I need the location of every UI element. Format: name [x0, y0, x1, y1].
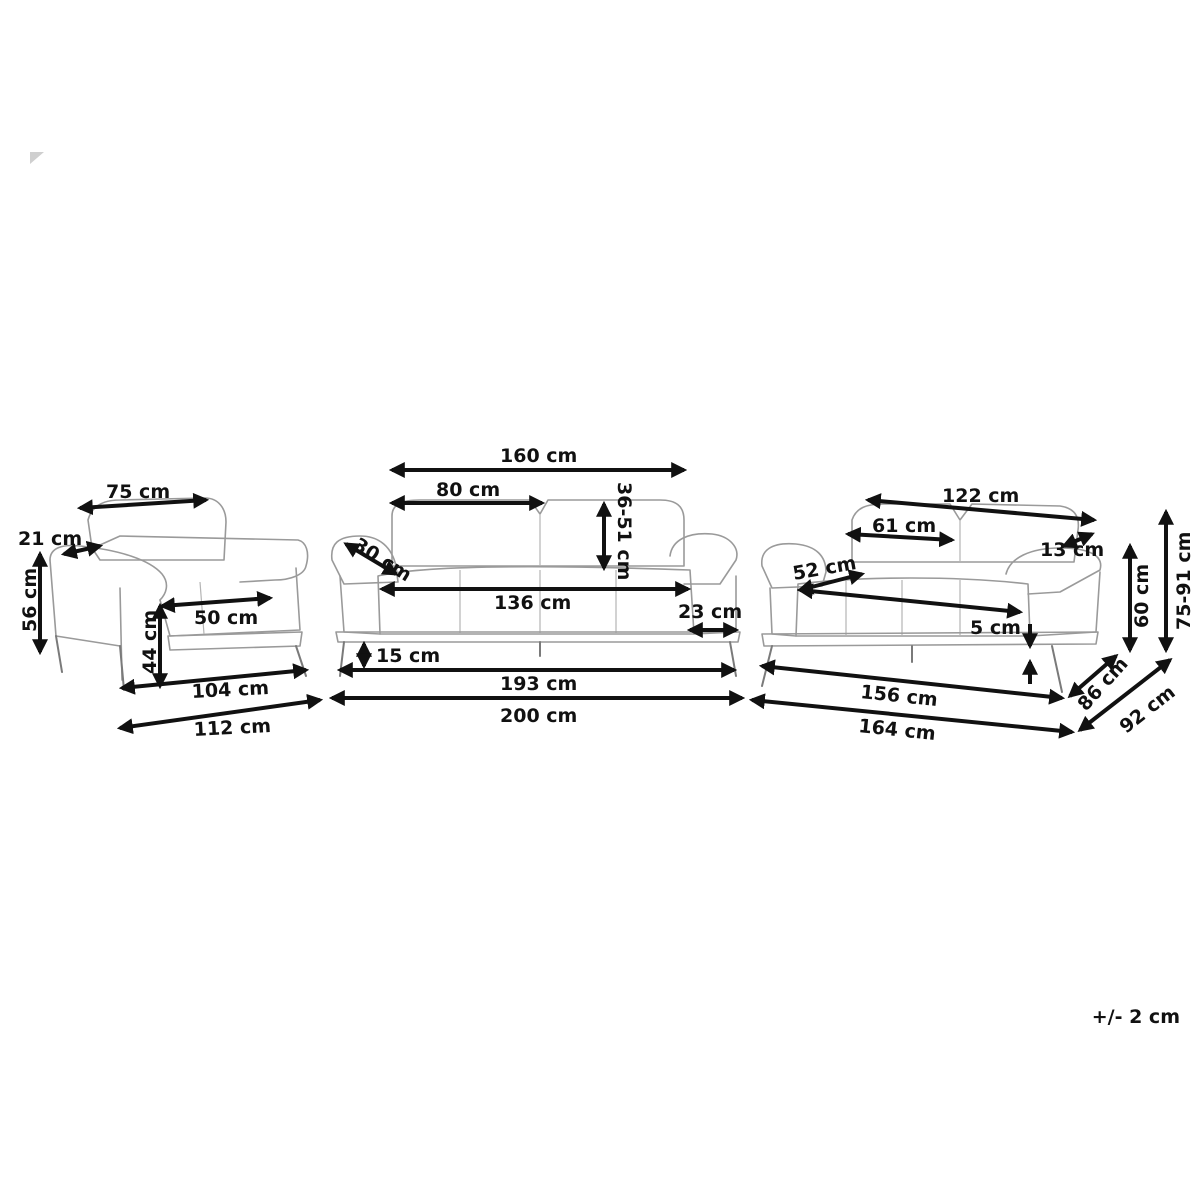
arrow-seat-depth [158, 590, 274, 614]
arrow-arm-depth [343, 542, 399, 576]
label-total-width: 112 cm [193, 715, 271, 741]
label-total-height: 75-91 cm [1173, 532, 1195, 630]
label-cushion-width-2: 61 cm [872, 515, 936, 537]
label-total-width-2: 164 cm [857, 715, 936, 745]
label-arm-depth: 30 cm [349, 534, 415, 587]
label-cushion-width: 80 cm [436, 479, 500, 501]
tolerance-note: +/- 2 cm [1091, 1006, 1180, 1028]
arrow-total-width [116, 693, 324, 735]
label-seat-width: 136 cm [494, 592, 571, 614]
three-seat-dimension-arrows [328, 462, 746, 706]
label-base-width-3: 193 cm [500, 673, 577, 695]
arrow-backrest-width-2 [864, 493, 1098, 527]
label-arm-height-2: 60 cm [1131, 564, 1153, 628]
arrow-cushion-width-2 [844, 526, 956, 548]
label-backrest-width-2: 122 cm [942, 485, 1019, 507]
label-total-depth: 92 cm [1116, 681, 1180, 738]
label-base-width: 104 cm [191, 677, 269, 703]
arrow-base-width-2 [758, 659, 1066, 705]
arrow-seat-width-2 [796, 583, 1024, 619]
arrow-headrest-width [76, 492, 210, 516]
arrow-headrest-depth-2 [1061, 531, 1095, 549]
label-backrest-width: 160 cm [500, 445, 577, 467]
corner-mark [30, 152, 44, 164]
label-seat-depth: 50 cm [194, 607, 258, 629]
armchair-labels: 75 cm 21 cm 56 cm 50 cm 44 cm 104 cm 112… [18, 481, 271, 741]
three-seat-labels: 160 cm 80 cm 36-51 cm 30 cm 136 cm 23 cm… [349, 445, 742, 727]
label-headrest-depth: 21 cm [18, 528, 82, 550]
armchair-dimension-arrows [32, 492, 324, 735]
label-headrest-width: 75 cm [106, 481, 170, 503]
two-seat-dimension-arrows [748, 493, 1174, 739]
label-headrest-depth-2: 13 cm [1040, 539, 1104, 561]
label-arm-width: 23 cm [678, 601, 742, 623]
label-seat-height: 44 cm [139, 610, 161, 674]
label-total-width-3: 200 cm [500, 705, 577, 727]
label-clearance: 5 cm [970, 617, 1021, 639]
label-arm-height: 56 cm [19, 568, 41, 632]
arrow-total-width-2 [748, 693, 1076, 739]
arrow-base-width [118, 663, 310, 695]
arrow-headrest-depth [60, 540, 104, 560]
label-headrest-height: 36-51 cm [613, 482, 635, 580]
label-leg-height: 15 cm [376, 645, 440, 667]
arrow-total-depth [1077, 658, 1173, 732]
armchair-drawing [49, 497, 309, 691]
